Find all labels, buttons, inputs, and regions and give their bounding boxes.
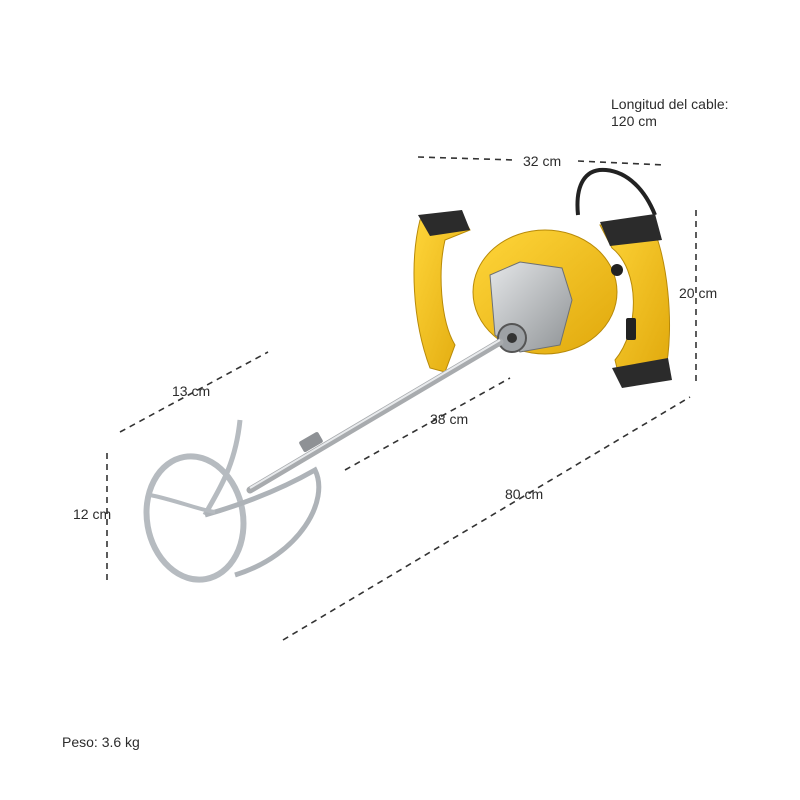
dim-line-32cm-left xyxy=(417,156,516,161)
dim-line-80cm xyxy=(282,396,691,641)
paddle-ring xyxy=(143,453,247,583)
cable-length-note: Longitud del cable: 120 cm xyxy=(611,96,729,130)
weight-label: Peso: 3.6 kg xyxy=(62,734,140,750)
dimension-paddle-height-label: 12 cm xyxy=(73,506,112,522)
left-handle xyxy=(413,211,471,373)
right-grip-bottom xyxy=(612,358,672,388)
dimension-total-length-label: 80 cm xyxy=(505,486,544,502)
power-cable xyxy=(575,167,657,216)
dimension-width-label: 32 cm xyxy=(523,153,562,169)
switch xyxy=(626,318,636,340)
speed-dial xyxy=(611,264,623,276)
cable-length-value: 120 cm xyxy=(611,113,657,129)
left-grip-top xyxy=(418,210,470,236)
dimension-shaft-length-label: 38 cm xyxy=(430,411,469,427)
dim-line-32cm-right xyxy=(577,160,665,166)
dimension-paddle-width-label: 13 cm xyxy=(172,383,211,399)
shaft xyxy=(246,338,504,494)
dimension-height-label: 20 cm xyxy=(679,285,718,301)
dim-line-38cm xyxy=(344,377,511,471)
right-grip-top xyxy=(600,214,662,246)
shaft-coupling xyxy=(299,432,323,452)
cable-length-label: Longitud del cable: xyxy=(611,96,729,112)
paddle-blade xyxy=(202,419,243,517)
